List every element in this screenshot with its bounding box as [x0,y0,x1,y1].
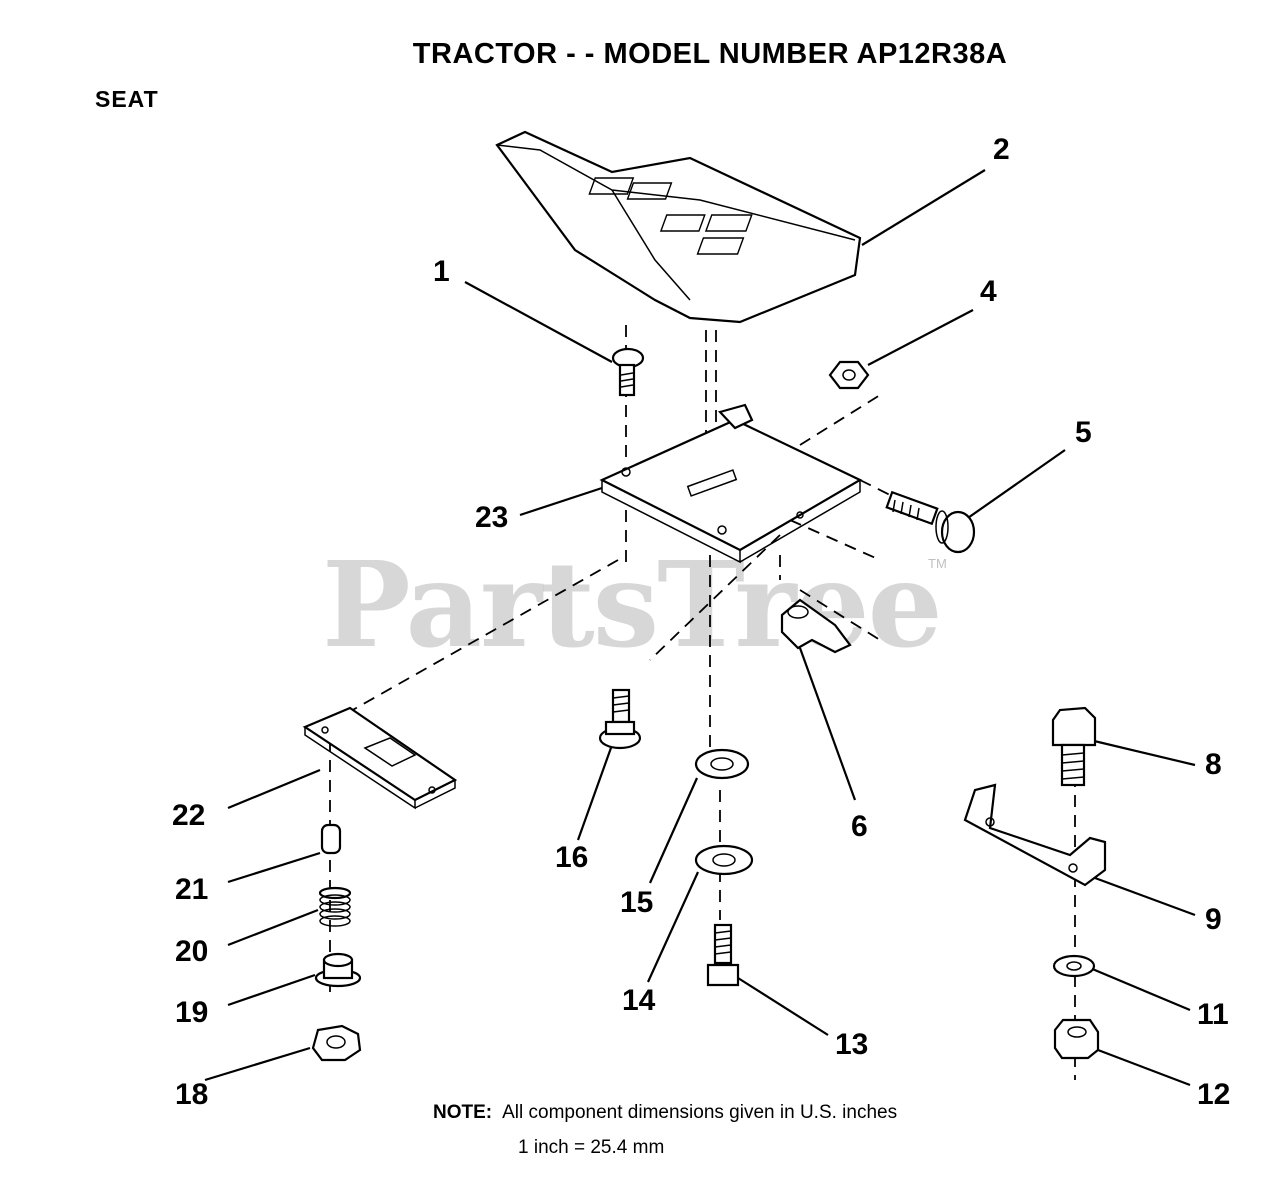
nut-18-part [311,1024,362,1062]
clip-6-part [780,598,852,654]
leader-18 [204,1046,311,1082]
locknut-12-part [1053,1018,1100,1060]
bolt-16-part [598,688,642,750]
lockwasher-14-part [694,844,754,876]
callout-18: 18 [175,1078,209,1111]
leader-1 [464,281,613,363]
leader-9 [1094,876,1196,917]
hex-bolt-5-part [885,490,976,554]
note-label: NOTE: [433,1102,493,1123]
callout-4: 4 [980,275,997,308]
callout-13: 13 [835,1028,869,1061]
bushing-19-part [314,952,362,988]
leader-12 [1097,1048,1191,1087]
seat-plate-part [599,403,863,564]
callout-12: 12 [1197,1078,1231,1111]
callout-21: 21 [175,873,209,906]
callout-2: 2 [993,133,1010,166]
note-line-1: All component dimensions given in U.S. i… [502,1102,898,1123]
callout-16: 16 [555,841,589,874]
leader-5 [964,449,1066,521]
leader-15 [648,777,699,884]
section-label: SEAT [95,86,159,112]
callout-8: 8 [1205,748,1222,781]
leader-19 [227,973,316,1007]
leader-2 [861,169,986,246]
leader-6 [798,647,857,801]
leader-20 [227,908,319,947]
callout-9: 9 [1205,903,1222,936]
callout-19: 19 [175,996,209,1029]
washer-15-part [694,748,750,780]
callout-6: 6 [851,810,868,843]
leader-4 [867,309,974,366]
callout-20: 20 [175,935,209,968]
pin-21-part [320,823,342,855]
callout-22: 22 [172,799,206,832]
leader-11 [1089,966,1191,1012]
carriage-bolt-part [611,347,645,397]
watermark-tm: TM [928,556,947,571]
seat-part [495,130,862,324]
callout-1: 1 [433,255,450,288]
diagram-title: TRACTOR - - MODEL NUMBER AP12R38A [412,38,1008,70]
leader-23 [519,486,603,517]
leader-22 [227,768,321,810]
bracket-9-part [963,783,1107,887]
leader-8 [1089,738,1196,767]
dimension-note: NOTE: All component dimensions given in U… [433,1102,897,1124]
leader-14 [646,871,700,983]
note-line-2: 1 inch = 25.4 mm [518,1137,665,1158]
washer-11-part [1052,954,1096,978]
callout-23: 23 [475,501,509,534]
leader-16 [576,744,614,841]
spring-20-part [318,886,352,927]
callout-14: 14 [622,984,656,1017]
leader-21 [227,851,321,884]
leader-13 [737,977,829,1036]
callout-5: 5 [1075,416,1092,449]
callout-11: 11 [1197,998,1229,1031]
bolt-8-part [1051,706,1097,787]
callout-15: 15 [620,886,654,919]
leader-lines [204,169,1196,1087]
bolt-13-part [706,923,740,987]
bracket-22-part [302,706,458,810]
nut-4-part [828,360,870,390]
